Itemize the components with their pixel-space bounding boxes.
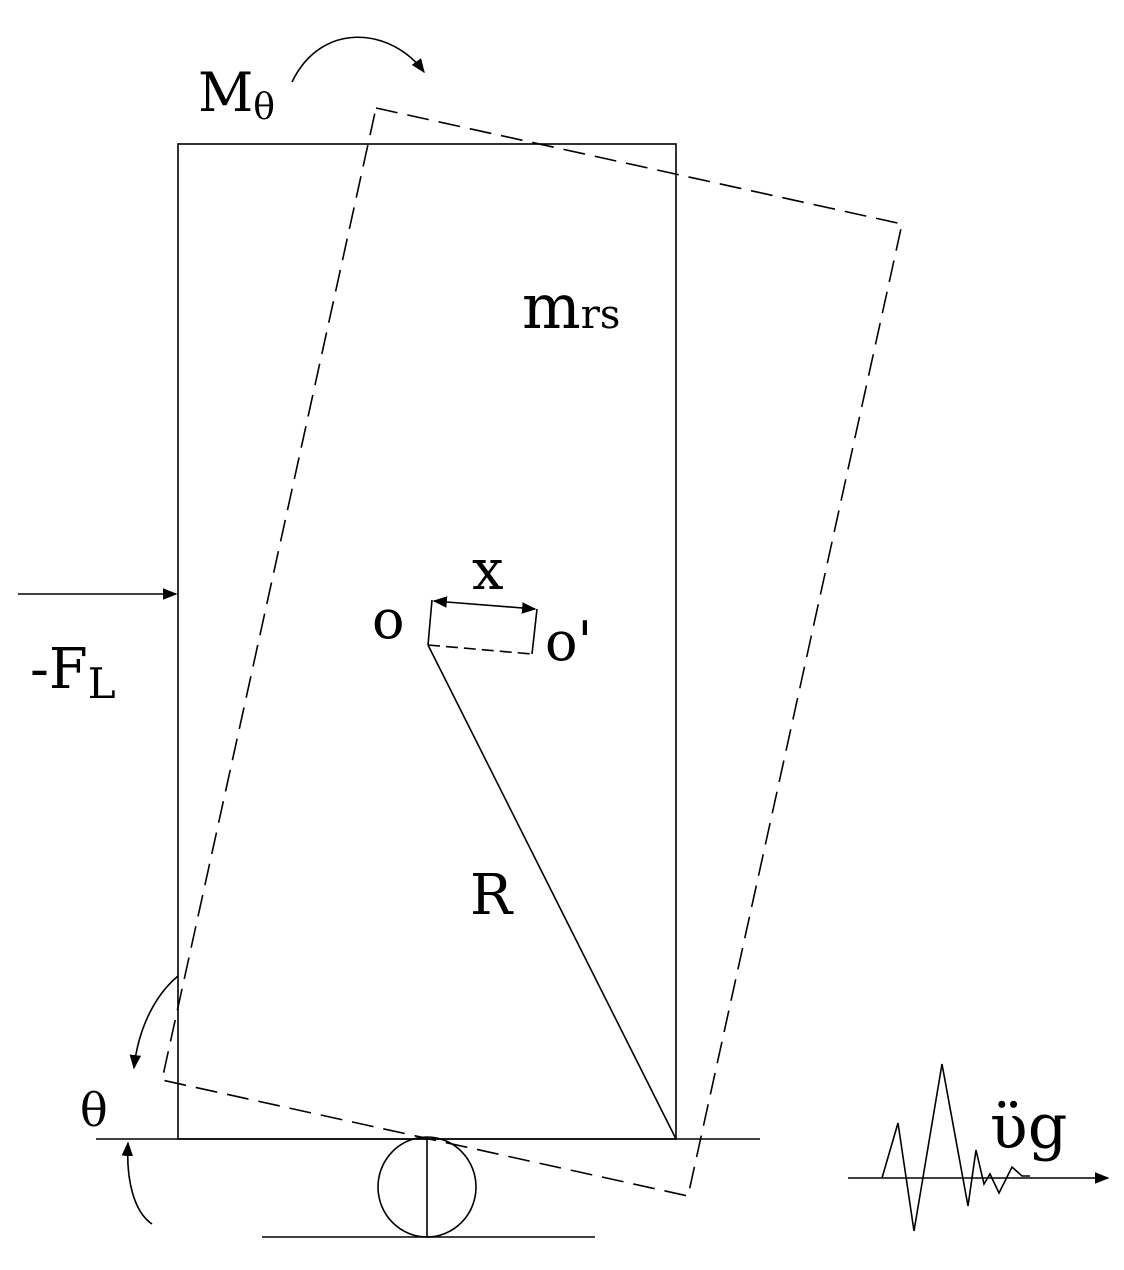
moment-label: Mθ <box>198 61 275 128</box>
force-label: -FL <box>30 637 116 708</box>
moment-arrow <box>291 36 425 83</box>
displacement-box-left <box>427 599 433 646</box>
center-displaced-label: o' <box>545 610 592 673</box>
angle-arc-lower <box>121 1141 153 1225</box>
radius-line <box>427 644 677 1140</box>
displacement-label: x <box>472 538 504 603</box>
ground-motion-record <box>881 1063 1030 1232</box>
displacement-box-right <box>531 608 538 655</box>
ground-acceleration-label: ϋg <box>990 1090 1067 1163</box>
mass-label: mrs <box>522 270 620 343</box>
displacement-box-bottom <box>427 644 533 655</box>
angle-label: θ <box>80 1083 108 1137</box>
center-label: o <box>372 588 405 651</box>
radius-label: R <box>470 863 514 928</box>
rotated-block <box>161 107 903 1197</box>
angle-arc-upper <box>129 975 179 1070</box>
displacement-arrow <box>432 596 537 614</box>
